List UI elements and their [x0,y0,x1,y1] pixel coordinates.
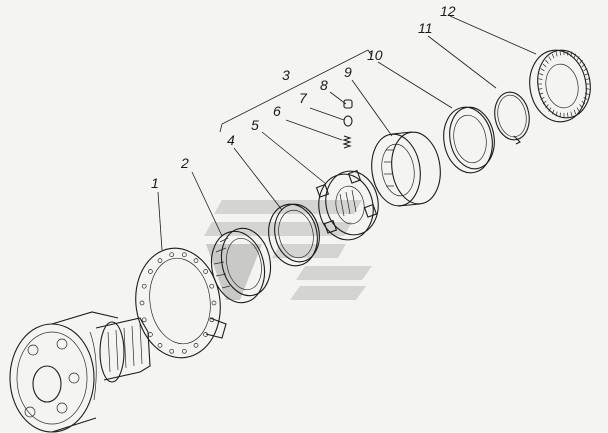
callout-1: 1 [151,175,159,191]
callout-7: 7 [299,90,308,106]
gear-tooth [567,112,569,118]
disc-hole [141,283,147,289]
disc-hole [209,283,215,289]
part-4-ring [268,203,320,267]
gear-tooth [548,107,552,112]
gear-tooth [538,78,543,80]
callout-4: 4 [227,132,235,148]
gear-tooth [583,68,588,72]
disc-hole [169,252,175,258]
disc-hole [203,269,208,274]
part-2-sync-ring [210,227,272,304]
watermark-logo [204,200,372,300]
disc-hole [181,348,187,354]
gear-tooth [540,96,545,100]
gear-tooth [573,109,577,115]
part-7-ball [343,115,353,127]
gear-tooth [576,107,580,112]
gear-tooth [540,68,545,72]
gear-tooth [539,92,544,95]
disc-hole [141,317,147,323]
disc-hole [148,332,153,337]
gear-tooth [573,53,577,59]
part-1-flange-shaft [9,311,151,433]
gear-tooth [579,104,583,109]
callout-11: 11 [418,20,433,36]
gear-tooth [585,88,590,90]
part-9-sleeve [371,131,441,207]
gear-tooth [539,73,544,76]
callout-12: 12 [440,3,456,19]
disc-hole [157,258,163,263]
gear-tooth [555,111,558,117]
gear-tooth [559,112,561,118]
gear-tooth [584,73,589,76]
disc-hole [169,348,175,354]
disc-hole [181,252,187,258]
gear-tooth [559,50,561,56]
gear-tooth [545,104,549,109]
gear-tooth [538,88,543,90]
disc-hole [157,343,163,348]
disc-hole [148,269,153,274]
callout-6: 6 [273,103,281,119]
part-11-snap-ring [494,91,530,145]
gear-tooth [545,59,549,64]
part-8-detent [343,99,353,109]
part-12-gear [529,49,591,123]
gear-tooth [551,109,555,115]
disc-hole [193,343,199,348]
gear-tooth [555,51,558,57]
group-bracket-3 [219,49,373,133]
callout-2: 2 [180,155,189,171]
disc-hole [193,258,199,263]
callout-10: 10 [367,47,383,63]
callout-9: 9 [344,64,352,80]
gear-tooth [548,56,552,61]
callout-8: 8 [320,77,328,93]
gear-tooth [579,59,583,64]
disc-hole [211,300,217,306]
part-1-disc [135,247,227,359]
gear-tooth [585,78,590,80]
leader-lines [157,15,537,251]
gear-tooth [584,92,589,95]
callout-labels: 1 2 3 4 5 6 7 8 9 10 11 12 [151,3,456,191]
callout-3: 3 [282,67,290,83]
gear-tooth [581,100,586,105]
gear-tooth [570,51,573,57]
gear-tooth [570,111,573,117]
disc-hole [139,300,145,306]
gear-tooth [542,100,547,105]
part-10-blocker-ring [443,106,495,174]
gear-tooth [542,63,547,68]
gear-tooth [567,50,569,56]
callout-5: 5 [251,117,259,133]
gear-tooth [581,63,586,68]
gear-tooth [583,96,588,100]
gear-tooth [551,53,555,59]
gear-tooth [576,56,580,61]
part-5-hub [315,169,379,241]
part-6-spring [342,135,352,149]
